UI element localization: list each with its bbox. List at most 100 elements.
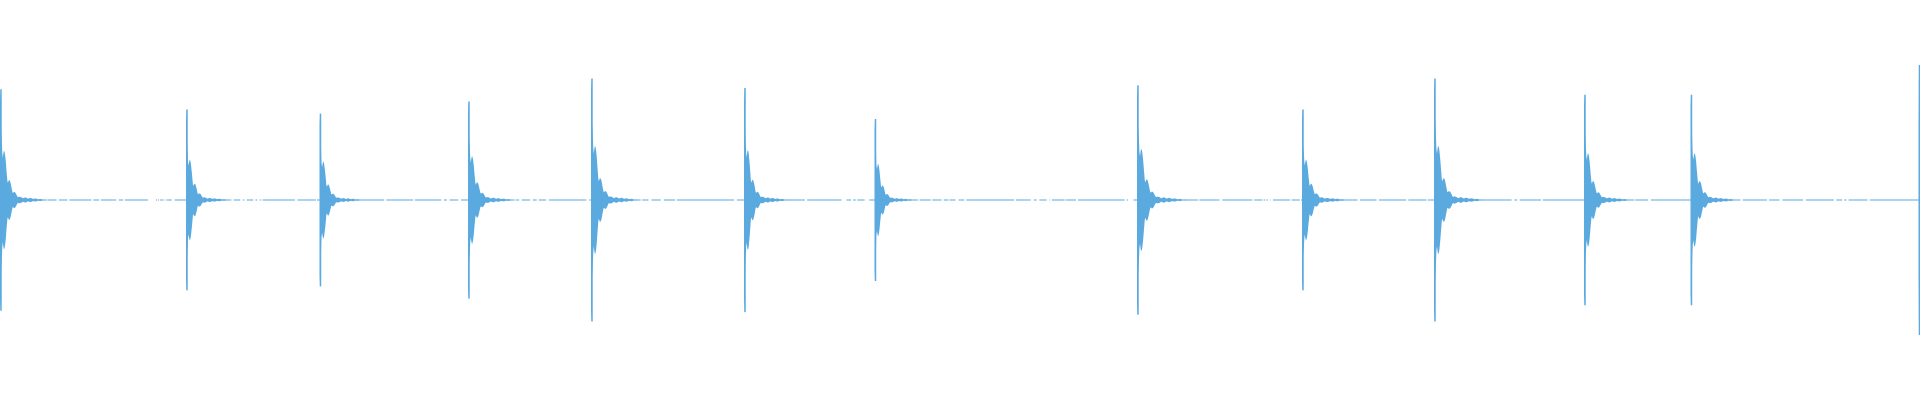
waveform-gap <box>1267 199 1271 201</box>
waveform-gap <box>964 199 967 201</box>
waveform-gap <box>165 199 167 201</box>
waveform-gap <box>855 199 858 201</box>
waveform-transients <box>0 65 1920 335</box>
waveform-gap <box>851 199 853 201</box>
waveform-gap <box>930 199 933 201</box>
waveform-transient-8 <box>1302 109 1353 291</box>
waveform-gap <box>150 199 154 201</box>
waveform-gap <box>294 199 298 201</box>
waveform-gap <box>1867 199 1870 201</box>
waveform-gap <box>458 199 461 201</box>
waveform-gap <box>152 199 156 201</box>
waveform-gap <box>99 199 101 201</box>
waveform-gap <box>240 199 243 201</box>
waveform-gap <box>1406 199 1409 201</box>
waveform-gap <box>1265 199 1267 201</box>
waveform-gap <box>1766 199 1770 201</box>
waveform-gap <box>1076 199 1078 201</box>
waveform-gap <box>67 199 70 201</box>
waveform-gap <box>1046 199 1050 201</box>
waveform-gap <box>244 199 247 201</box>
waveform-gap <box>843 199 846 201</box>
waveform-gap <box>1834 199 1837 201</box>
waveform-gap <box>530 199 533 201</box>
waveform-gap <box>675 199 677 201</box>
waveform-gap <box>1357 199 1360 201</box>
waveform-transient-10 <box>1584 94 1635 306</box>
waveform-transient-4 <box>591 78 642 322</box>
waveform-gap <box>955 199 958 201</box>
waveform-gap <box>734 199 737 201</box>
waveform-gap <box>1219 199 1223 201</box>
waveform-gap <box>586 199 590 201</box>
waveform-gap <box>148 199 151 201</box>
waveform-gap <box>1128 199 1130 201</box>
waveform-gap <box>1252 199 1255 201</box>
waveform-gap <box>163 199 165 201</box>
waveform-gap <box>1541 199 1543 201</box>
waveform-gap <box>157 199 159 201</box>
waveform-gap <box>447 199 450 201</box>
waveform-gap <box>1842 199 1845 201</box>
waveform-gap <box>864 199 866 201</box>
waveform-gap <box>1050 199 1052 201</box>
waveform-gap <box>1833 199 1836 201</box>
waveform-gap <box>865 199 868 201</box>
waveform-gap <box>116 199 119 201</box>
waveform-gap <box>56 199 59 201</box>
waveform-gap <box>1031 199 1034 201</box>
waveform-gap <box>1511 199 1515 201</box>
waveform-gap <box>1262 199 1264 201</box>
waveform-gap <box>316 199 317 201</box>
waveform-transient-3 <box>468 101 519 299</box>
waveform-gap <box>1517 199 1520 201</box>
waveform-transient-7 <box>1137 85 1191 315</box>
waveform-gap <box>948 199 950 201</box>
waveform-gap <box>1648 199 1651 201</box>
waveform-transient-11 <box>1690 94 1742 306</box>
waveform-gap <box>253 199 256 201</box>
waveform-gap <box>1030 199 1033 201</box>
waveform-gap <box>1779 199 1783 201</box>
waveform-gap <box>1271 199 1273 201</box>
waveform-transient-5 <box>744 88 792 313</box>
waveform-gap <box>941 199 944 201</box>
waveform-gap <box>1426 199 1428 201</box>
waveform-gap <box>866 199 870 201</box>
waveform-gap <box>91 199 94 201</box>
waveform-gap <box>1376 199 1379 201</box>
waveform-gap <box>171 199 175 201</box>
waveform-transient-0 <box>0 89 51 311</box>
waveform-gap <box>662 199 664 201</box>
waveform-transient-6 <box>874 119 920 281</box>
waveform-gap <box>1064 199 1066 201</box>
waveform-gap <box>841 199 844 201</box>
waveform-gap <box>1129 199 1133 201</box>
waveform-gap <box>1198 199 1200 201</box>
waveform-gap <box>123 199 125 201</box>
waveform-gap <box>159 199 161 201</box>
waveform-gap <box>1846 199 1849 201</box>
waveform-gap <box>519 199 522 201</box>
waveform-gap <box>1036 199 1040 201</box>
waveform-gap <box>648 199 652 201</box>
waveform-gap <box>1299 199 1301 201</box>
waveform-gap <box>257 199 260 201</box>
waveform-gap <box>1131 199 1134 201</box>
waveform-gap <box>660 199 663 201</box>
waveform-gap <box>536 199 539 201</box>
waveform-gap <box>413 199 415 201</box>
waveform-gap <box>1014 199 1016 201</box>
waveform-gap <box>546 199 549 201</box>
waveform-gap <box>1290 199 1292 201</box>
waveform-transient-2 <box>319 113 368 287</box>
waveform-transient-9 <box>1434 78 1488 322</box>
waveform-gap <box>441 199 444 201</box>
waveform-transient-1 <box>186 109 234 291</box>
waveform-gap <box>1124 199 1127 201</box>
waveform-gap <box>845 199 847 201</box>
waveform-gap <box>957 199 959 201</box>
waveform-gap <box>384 199 387 201</box>
